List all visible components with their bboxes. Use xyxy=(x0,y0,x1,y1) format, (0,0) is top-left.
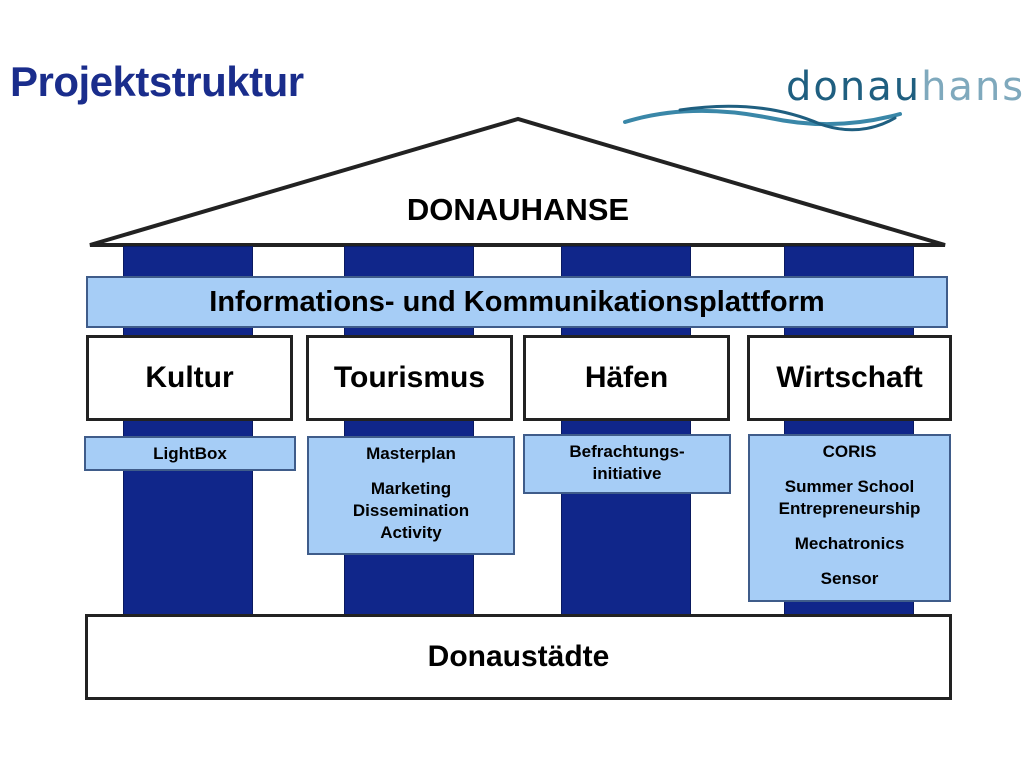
project-sensor: Sensor xyxy=(820,569,879,588)
donauhanse-logo: donauhanse xyxy=(786,64,1024,110)
page-title: Projektstruktur xyxy=(10,58,304,105)
logo-wave-icon xyxy=(623,104,902,132)
communication-platform: Informations- und Kommunikationsplattfor… xyxy=(86,276,948,328)
project-box-tourismus: Masterplan Marketing Dissemination Activ… xyxy=(307,436,515,555)
project-coris: CORIS xyxy=(822,442,877,461)
project-marketing-dissemination: Marketing Dissemination Activity xyxy=(352,479,470,542)
project-box-kultur: LightBox xyxy=(84,436,296,471)
project-masterplan: Masterplan xyxy=(366,444,456,463)
pillar-tourismus: Tourismus xyxy=(306,335,513,421)
roof-label: DONAUHANSE xyxy=(406,192,630,227)
project-mechatronics: Mechatronics xyxy=(794,534,905,553)
logo-text-donau: donau xyxy=(786,64,922,110)
temple-roof xyxy=(89,116,946,247)
logo-text-hanse: hanse xyxy=(921,64,1024,110)
project-box-haefen: Befrachtungs- initiative xyxy=(523,434,731,494)
project-summer-school: Summer School Entrepreneurship xyxy=(778,477,921,518)
pillar-haefen: Häfen xyxy=(523,335,730,421)
base-donaustaedte: Donaustädte xyxy=(85,614,952,700)
project-lightbox: LightBox xyxy=(153,444,227,463)
project-box-wirtschaft: CORIS Summer School Entrepreneurship Mec… xyxy=(748,434,951,602)
pillar-kultur: Kultur xyxy=(86,335,293,421)
project-befrachtungsinitiative: Befrachtungs- initiative xyxy=(569,442,685,483)
pillar-wirtschaft: Wirtschaft xyxy=(747,335,952,421)
